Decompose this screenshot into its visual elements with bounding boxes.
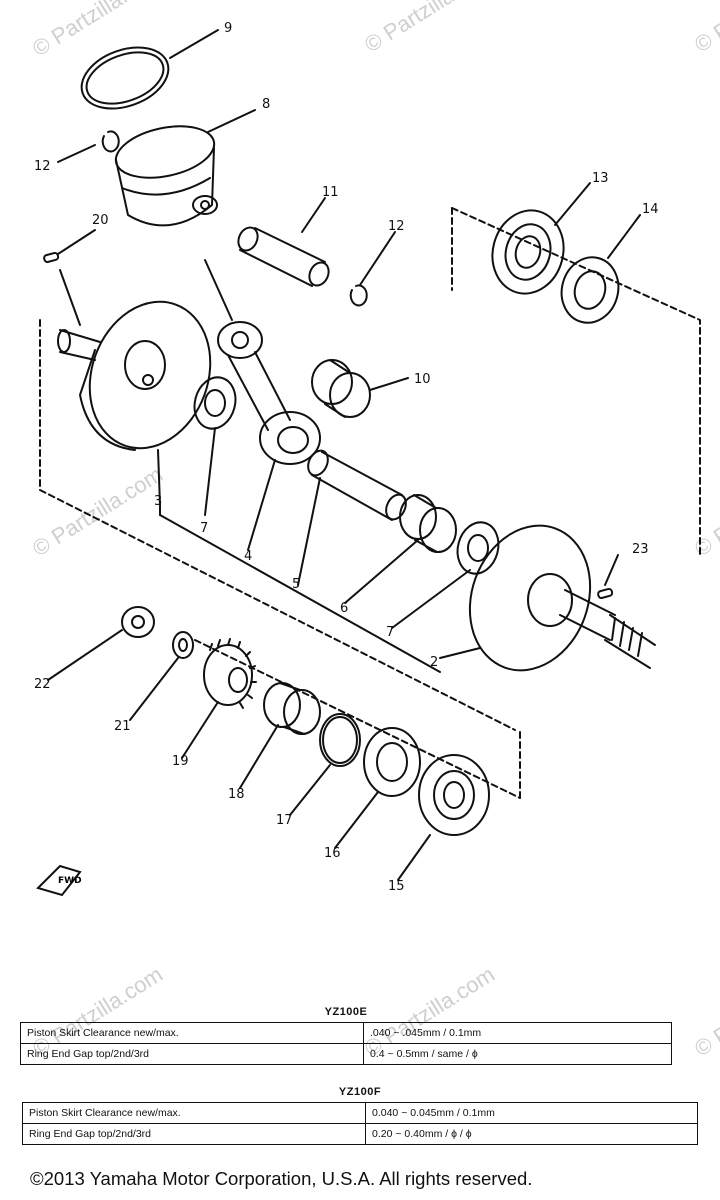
callout-label: 15: [388, 879, 405, 894]
lock-washer: [172, 631, 194, 659]
bearing: [363, 727, 421, 797]
spec-model-title: YZ100F: [338, 1086, 382, 1098]
callout-label: 23: [632, 542, 649, 557]
spec-table: Piston Skirt Clearance new/max. .040 ~ .…: [20, 1022, 672, 1065]
spec-value: 0.4 ~ 0.5mm / same / ϕ: [363, 1043, 672, 1065]
piston-pin-clip: [101, 130, 120, 153]
callout-label: 14: [642, 202, 659, 217]
callout-label: 9: [224, 21, 232, 36]
callout-label: 4: [244, 549, 252, 564]
callout-label: 12: [388, 219, 405, 234]
crank-bearing: [491, 209, 565, 295]
crank-nut: [121, 606, 155, 638]
spec-block-yz100e: YZ100E Piston Skirt Clearance new/max. .…: [20, 1006, 672, 1065]
spec-model-title: YZ100E: [324, 1006, 368, 1018]
callout-label: 21: [114, 719, 131, 734]
crankshaft-piston-exploded-diagram: FWD 9 8 12 11 12 20 13 14 10 3 7 4 5 6 7…: [34, 21, 701, 897]
thrust-washer: [193, 376, 237, 430]
callout-label: 6: [340, 601, 348, 616]
callout-label: 11: [322, 185, 339, 200]
callout-label: 20: [92, 213, 109, 228]
table-row: Ring End Gap top/2nd/3rd 0.4 ~ 0.5mm / s…: [20, 1043, 672, 1065]
callout-label: 17: [276, 813, 293, 828]
oil-seal: [560, 256, 620, 324]
piston-pin: [237, 226, 330, 287]
thrust-washer: [456, 521, 500, 575]
callout-label: 16: [324, 846, 341, 861]
crank-left: [57, 300, 212, 451]
table-row: Piston Skirt Clearance new/max. .040 ~ .…: [20, 1022, 672, 1044]
table-row: Ring End Gap top/2nd/3rd 0.20 ~ 0.40mm /…: [22, 1123, 698, 1145]
collar: [263, 682, 321, 735]
spec-value: .040 ~ .045mm / 0.1mm: [363, 1022, 672, 1044]
piston: [114, 125, 218, 227]
big-end-bearing: [399, 494, 457, 553]
spec-label: Piston Skirt Clearance new/max.: [20, 1022, 364, 1044]
connecting-rod: [217, 321, 321, 465]
callout-label: 13: [592, 171, 609, 186]
piston-ring: [80, 46, 170, 110]
callout-label: 7: [200, 521, 208, 536]
spec-label: Ring End Gap top/2nd/3rd: [22, 1123, 366, 1145]
spec-block-yz100f: YZ100F Piston Skirt Clearance new/max. 0…: [22, 1086, 698, 1145]
bearing: [418, 754, 490, 836]
callout-label: 12: [34, 159, 51, 174]
callout-label: 18: [228, 787, 245, 802]
small-end-bearing: [311, 359, 371, 418]
callout-label: 3: [154, 494, 162, 509]
table-row: Piston Skirt Clearance new/max. 0.040 ~ …: [22, 1102, 698, 1124]
circlip: [319, 713, 361, 767]
copyright-notice: ©2013 Yamaha Motor Corporation, U.S.A. A…: [30, 1168, 533, 1189]
callout-label: 22: [34, 677, 51, 692]
callout-label: 2: [430, 655, 438, 670]
callout-label: 7: [386, 625, 394, 640]
primary-drive-gear: [203, 638, 257, 709]
callout-label: 5: [292, 577, 300, 592]
callout-label: 8: [262, 97, 270, 112]
spec-value: 0.040 ~ 0.045mm / 0.1mm: [365, 1102, 698, 1124]
piston-pin-clip: [349, 284, 368, 307]
woodruff-key: [597, 587, 614, 600]
callout-label: 10: [414, 372, 431, 387]
forward-label: FWD: [58, 876, 82, 886]
spec-label: Ring End Gap top/2nd/3rd: [20, 1043, 364, 1065]
spec-value: 0.20 ~ 0.40mm / ϕ / ϕ: [365, 1123, 698, 1145]
crank-pin: [307, 449, 407, 521]
spec-table: Piston Skirt Clearance new/max. 0.040 ~ …: [22, 1102, 698, 1145]
crank-right: [468, 524, 656, 672]
forward-direction-arrow: [36, 864, 82, 897]
woodruff-key: [43, 251, 60, 264]
callout-label: 19: [172, 754, 189, 769]
spec-label: Piston Skirt Clearance new/max.: [22, 1102, 366, 1124]
